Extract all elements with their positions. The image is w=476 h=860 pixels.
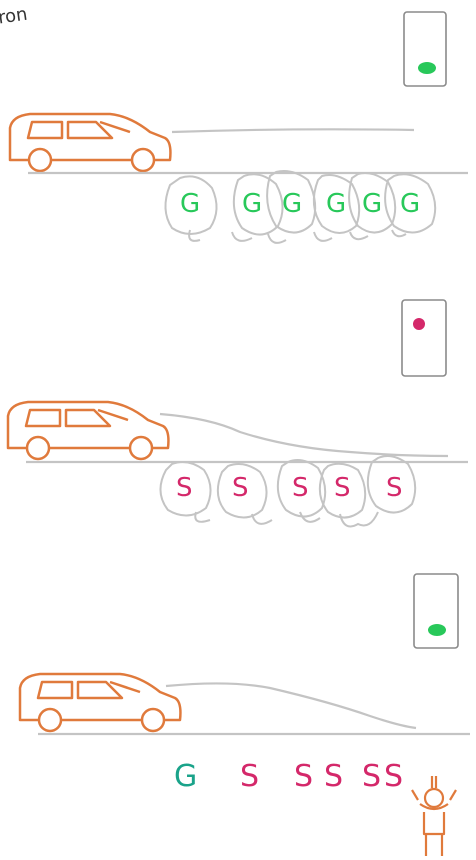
letter-g: G [326, 189, 346, 219]
gap-line [172, 129, 414, 132]
letter-s: S [176, 473, 193, 503]
pedestrian-icon [412, 776, 456, 856]
letter-g: G [400, 189, 420, 219]
traffic-light-green [418, 62, 436, 74]
traffic-light-green [428, 624, 446, 636]
letter-s: S [362, 759, 381, 794]
letter-g: G [174, 759, 197, 794]
car [10, 114, 170, 171]
letter-s: S [292, 473, 309, 503]
car [20, 674, 180, 731]
thought-clouds [160, 456, 415, 526]
letter-s: S [324, 759, 343, 794]
car [8, 402, 168, 459]
gap-line [160, 414, 448, 456]
traffic-light-box [404, 12, 446, 86]
letters-row-3: G S S S S S [174, 759, 403, 794]
gap-line [166, 683, 416, 728]
panel-2: S S S S S [8, 300, 468, 526]
corner-text: ron [0, 4, 29, 29]
letter-s: S [386, 473, 403, 503]
letter-s: S [384, 759, 403, 794]
traffic-light-box [402, 300, 446, 376]
traffic-light-box [414, 574, 458, 648]
traffic-light-red [413, 318, 425, 330]
letter-s: S [334, 473, 351, 503]
letter-g: G [242, 189, 262, 219]
letter-s: S [232, 473, 249, 503]
letter-g: G [282, 189, 302, 219]
letter-s: S [294, 759, 313, 794]
panel-3: G S S S S S [20, 574, 470, 856]
letter-s: S [240, 759, 259, 794]
letter-g: G [362, 189, 382, 219]
panel-1: G G G G G G [10, 12, 468, 243]
letter-g: G [180, 189, 200, 219]
